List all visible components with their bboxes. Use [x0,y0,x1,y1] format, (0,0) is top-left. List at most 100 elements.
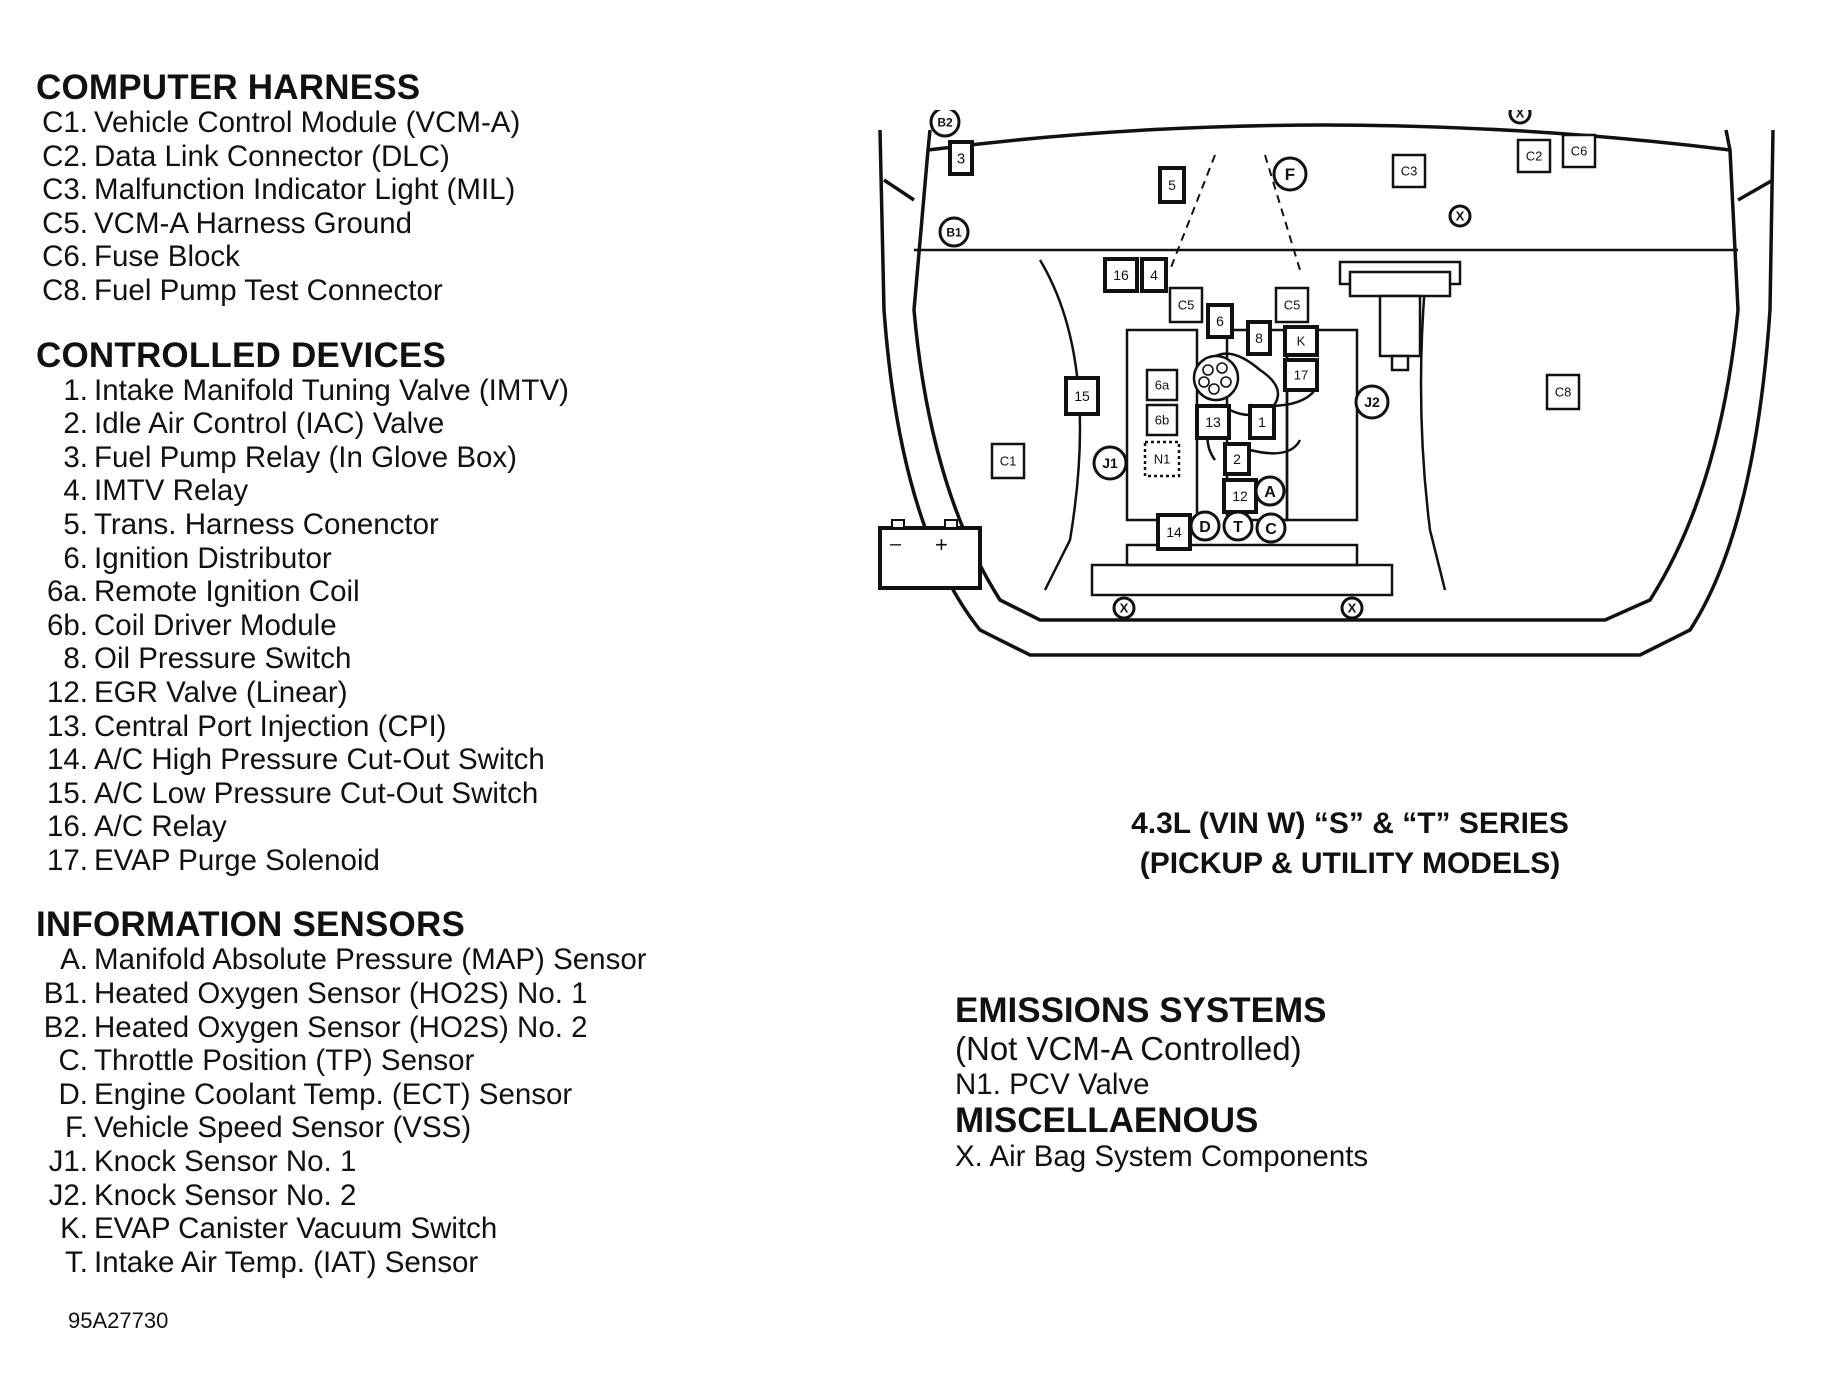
sensor-marker-ring [1092,445,1128,481]
component-box-label: 5 [1168,177,1176,193]
legend-item: C2.Data Link Connector (DLC) [36,140,756,174]
sensor-marker-label: X [1516,110,1525,121]
sensor-marker-ring [1255,512,1287,544]
section-title: CONTROLLED DEVICES [36,335,447,375]
legend-code: 8. [63,642,88,676]
legend-text: EGR Valve (Linear) [94,675,348,709]
component-box-b5: 5 [1158,166,1186,204]
sensor-marker-ring [1112,596,1136,620]
component-box-b17: 17 [1283,358,1319,392]
emissions-item: N1. PCV Valve [955,1068,1150,1101]
sensor-marker-label: J2 [1364,394,1380,410]
component-box-label: C8 [1555,385,1572,400]
legend-code: 6b. [46,608,88,642]
evap-canister [1338,260,1462,372]
legend-item: 12.EGR Valve (Linear) [36,676,756,710]
dashed-lines [1169,154,1301,271]
sensor-marker-ring [1448,204,1472,228]
legend-text: Manifold Absolute Pressure (MAP) Sensor [94,943,647,977]
legend-code: J1. [48,1145,88,1179]
distributor-icon [1192,354,1240,402]
legend-text: Knock Sensor No. 2 [94,1178,357,1212]
emissions-section: EMISSIONS SYSTEMS (Not VCM-A Controlled)… [955,992,1655,1174]
legend-item: 8.Oil Pressure Switch [36,642,756,676]
component-box-label: K [1297,334,1306,349]
legend-item: B1.Heated Oxygen Sensor (HO2S) No. 1 [36,977,756,1011]
legend-code: 14. [46,743,88,777]
legend: COMPUTER HARNESS C1.Vehicle Control Modu… [36,70,756,1309]
sensor-marker-b2: B2 [929,110,961,138]
component-box-frame [1248,404,1276,440]
legend-text: Coil Driver Module [94,608,337,642]
legend-code: 17. [46,843,88,877]
legend-code: C6. [42,240,88,274]
sensor-marker-label: B2 [937,115,953,129]
vehicle-outline [878,123,1775,657]
sensor-marker-label: X [1120,601,1129,616]
figure-code: 95A27730 [68,1308,169,1333]
legend-item: 14.A/C High Pressure Cut-Out Switch [36,743,756,777]
component-box-frame [1145,403,1179,437]
sensor-marker-j1: J1 [1092,445,1128,481]
legend-item: 6.Ignition Distributor [36,542,756,576]
legend-code: 1. [63,373,88,407]
component-box-label: 4 [1150,267,1158,283]
component-box-bk: K [1283,325,1319,357]
legend-item: 2.Idle Air Control (IAC) Valve [36,407,756,441]
legend-code: D. [58,1077,89,1111]
caption-line-1: 4.3L (VIN W) “S” & “T” SERIES [1131,807,1569,840]
computer-harness-section: COMPUTER HARNESS C1.Vehicle Control Modu… [36,70,756,308]
sensor-marker-ring [1508,110,1532,125]
legend-text: Intake Manifold Tuning Valve (IMTV) [94,373,569,407]
legend-text: Central Port Injection (CPI) [94,709,447,743]
legend-code: 2. [63,407,88,441]
legend-text: Malfunction Indicator Light (MIL) [94,173,516,207]
legend-text: Vehicle Control Module (VCM-A) [94,106,521,139]
sensor-marker-c: C [1255,512,1287,544]
legend-code: 16. [46,810,88,844]
legend-code: 6a. [46,575,88,609]
component-box-c8: C8 [1545,373,1581,411]
component-box-b6a: 6a [1145,368,1179,402]
component-box-label: 15 [1074,388,1090,404]
legend-code: C1. [42,106,88,139]
component-box-frame [1103,257,1139,293]
legend-code: 5. [63,507,88,541]
legend-text: Ignition Distributor [94,541,332,575]
sensor-marker-a: A [1254,475,1286,507]
component-box-label: 17 [1294,368,1308,383]
legend-item: C5.VCM-A Harness Ground [36,207,756,241]
component-box-label: 13 [1205,414,1221,430]
legend-code: A. [60,943,88,977]
legend-code: J2. [48,1178,88,1212]
component-box-label: C5 [1284,298,1301,313]
legend-text: EVAP Canister Vacuum Switch [94,1212,498,1246]
component-box-b6: 6 [1206,303,1234,339]
component-box-c1: C1 [990,442,1026,480]
legend-text: Oil Pressure Switch [94,642,352,676]
emissions-subtitle: (Not VCM-A Controlled) [955,1030,1302,1067]
component-box-label: 3 [957,150,965,167]
legend-code: C3. [42,173,88,207]
legend-text: IMTV Relay [94,474,249,508]
component-box-label: 1 [1258,414,1266,430]
emissions-title: EMISSIONS SYSTEMS [955,991,1327,1030]
component-box-label: 6 [1216,313,1224,329]
sensor-marker-label: X [1456,209,1465,224]
legend-item: 16.A/C Relay [36,810,756,844]
legend-text: A/C Relay [94,810,227,844]
legend-item: 3.Fuel Pump Relay (In Glove Box) [36,441,756,475]
legend-item: 4.IMTV Relay [36,474,756,508]
sensor-marker-b1: B1 [938,216,970,248]
legend-code: 3. [63,440,88,474]
battery-plus: + [935,532,948,557]
component-box-frame [1516,138,1552,174]
legend-code: K. [60,1212,88,1246]
legend-code: 13. [46,709,88,743]
sensor-marker-label: F [1285,165,1295,184]
legend-code: T. [65,1245,88,1279]
sensor-marker-x2: X [1448,204,1472,228]
component-box-b16: 16 [1103,257,1139,293]
component-box-frame [1223,442,1251,476]
